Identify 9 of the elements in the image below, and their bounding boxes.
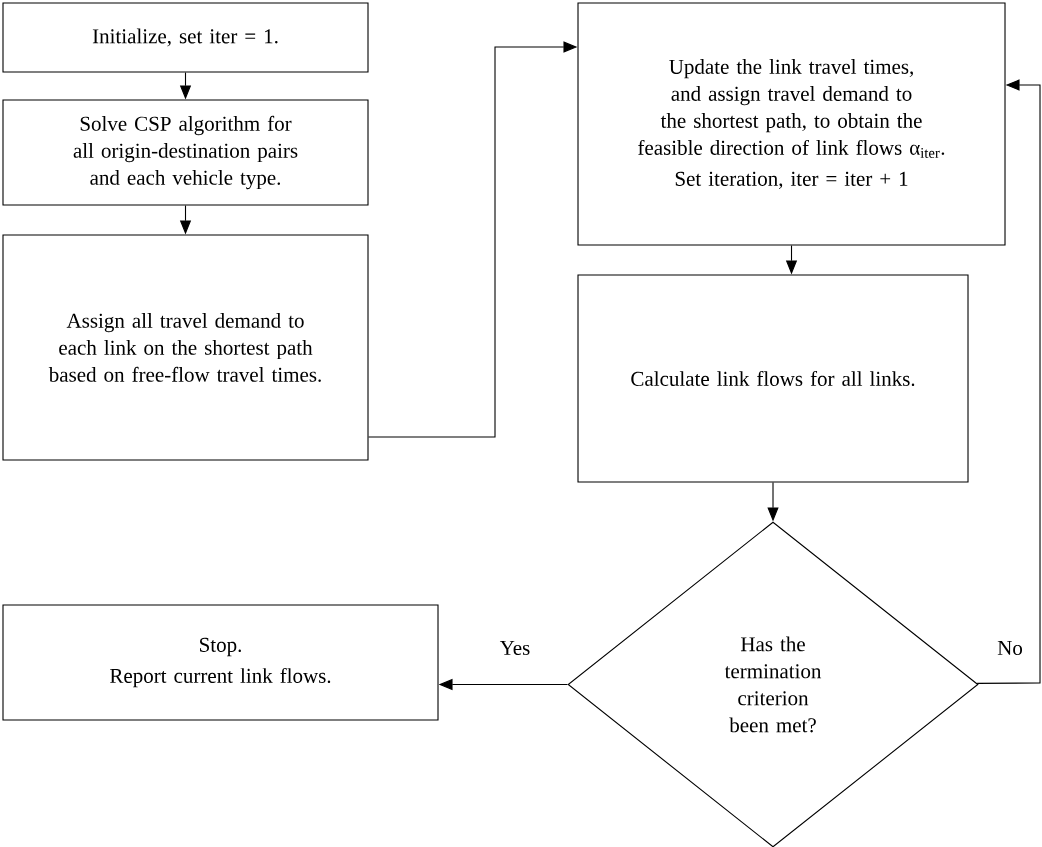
process-box: Update the link travel times, and assign travel demand to the shortest path, to obtain the feasible direction of link flows α$_{iter}$. Set iteration, iter = iter + 1 xyxy=(577,2,1006,246)
process-box: Stop. Report current link flows. xyxy=(2,604,439,721)
edge-label: No xyxy=(996,640,1024,656)
process-box: Initialize, set iter = 1. xyxy=(2,2,369,73)
process-box: Solve CSP algorithm for all origin-destination pairs and each vehicle type. xyxy=(2,99,369,206)
edge-label: Yes xyxy=(498,640,532,656)
process-box: Assign all travel demand to each link on the shortest path based on free-flow travel times. xyxy=(2,234,369,461)
flow-arrow xyxy=(976,79,1041,684)
process-box: Calculate link flows for all links. xyxy=(577,274,969,483)
